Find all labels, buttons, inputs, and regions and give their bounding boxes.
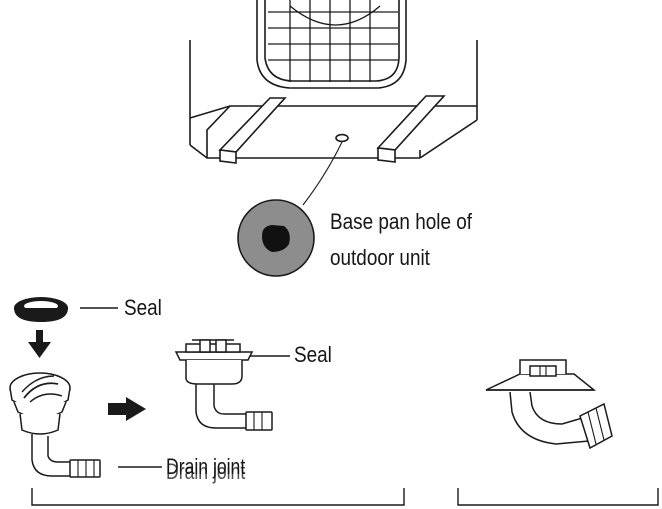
- right-arrow-icon: [108, 397, 146, 421]
- seal-ring-icon: [14, 297, 68, 322]
- base-pan-hole-detail: [237, 199, 315, 277]
- drain-joint-label-a: Drain joint: [166, 454, 246, 479]
- base-pan-label-line2: outdoor unit: [330, 245, 430, 270]
- base-pan-label-line1: Base pan hole of: [330, 209, 473, 234]
- drain-joint-installed: [485, 359, 613, 450]
- drain-joint-with-seal: [174, 339, 273, 431]
- outdoor-unit: [189, 0, 478, 206]
- bottom-brackets: [31, 488, 659, 506]
- seal-mid-label: Seal: [294, 342, 332, 367]
- down-arrow-icon: [28, 330, 51, 358]
- drain-joint-left: [9, 372, 101, 478]
- drain-joint-label-b: Drain joint: [166, 459, 246, 484]
- seal-top-label: Seal: [124, 295, 162, 320]
